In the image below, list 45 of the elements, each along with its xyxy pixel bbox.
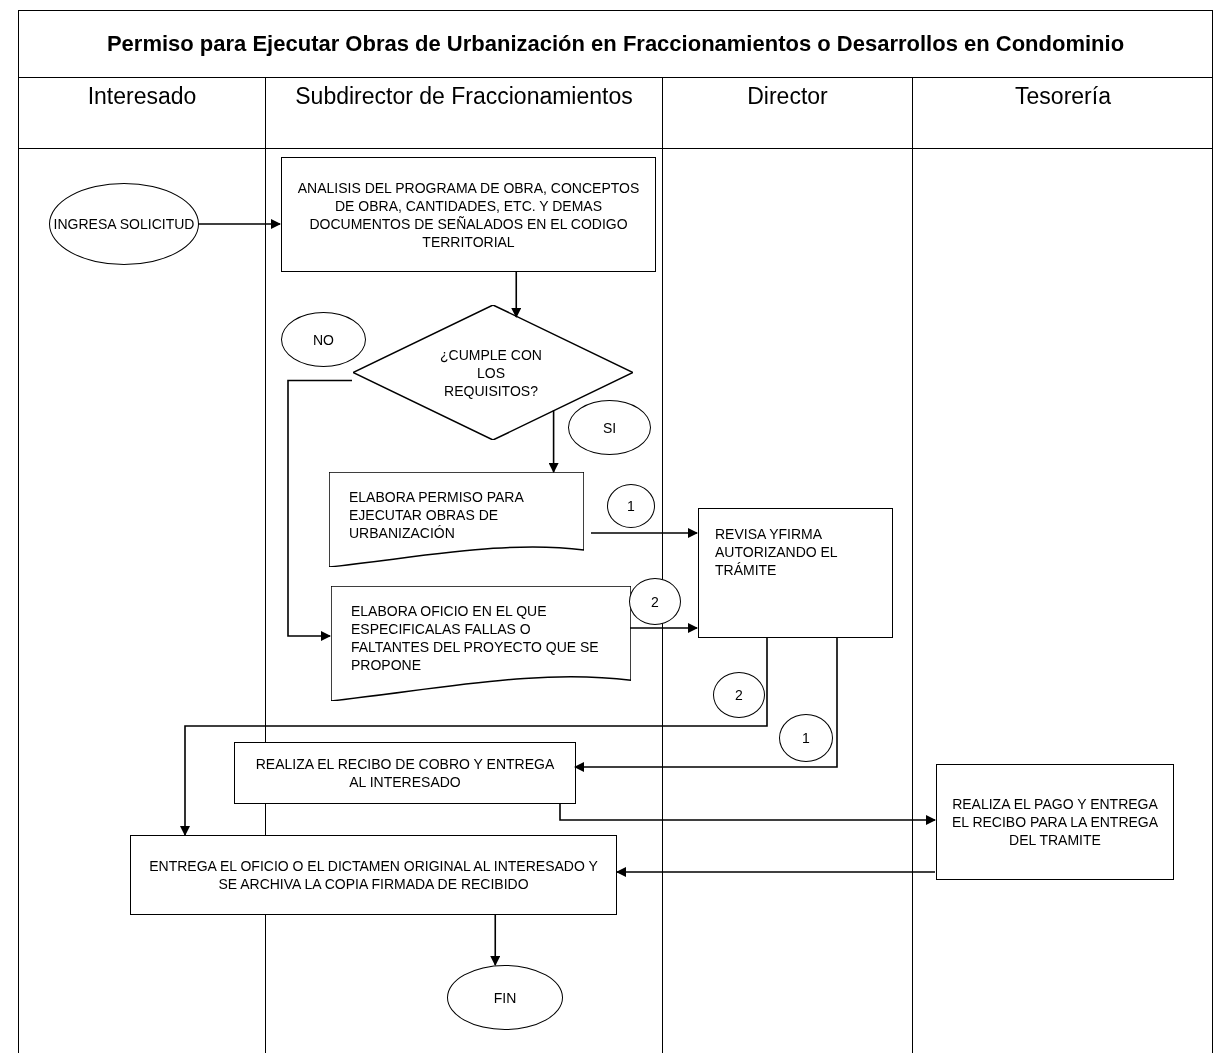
arrow bbox=[616, 867, 936, 877]
node-label: SI bbox=[602, 418, 617, 437]
connector-circle bbox=[607, 484, 655, 528]
diagram-title: Permiso para Ejecutar Obras de Urbanización en Fraccionamientos o Desarrollos en Condominio bbox=[105, 31, 1126, 56]
node-label: 2 bbox=[735, 686, 743, 704]
node-label: 2 bbox=[651, 592, 659, 611]
decision-diamond bbox=[353, 305, 633, 440]
process-box bbox=[234, 742, 576, 804]
node-label: REALIZA EL RECIBO DE COBRO Y ENTREGA AL INTERESADO bbox=[254, 755, 556, 791]
node-label: NO bbox=[313, 330, 334, 349]
lane-heading: Director bbox=[746, 82, 829, 110]
node-label: ELABORA PERMISO PARA EJECUTAR OBRAS DE URBANIZACIÓN bbox=[349, 488, 525, 542]
node-label: ANALISIS DEL PROGRAMA DE OBRA, CONCEPTOS DE OBRA, CANTIDADES, ETC. Y DEMAS DOCUMENTOS DE SEÑALADOS EN EL CODIGO TERRITORIAL bbox=[296, 178, 641, 251]
node-label: REALIZA EL PAGO Y ENTREGA EL RECIBO PARA LA ENTREGA DEL TRAMITE bbox=[950, 795, 1160, 849]
arrow bbox=[590, 528, 698, 538]
process-box bbox=[936, 764, 1174, 880]
connector-circle bbox=[779, 714, 833, 762]
arrow bbox=[629, 623, 698, 633]
arrow bbox=[287, 379, 353, 641]
lane-heading: Tesorería bbox=[1014, 82, 1112, 110]
process-box bbox=[130, 835, 617, 915]
arrow bbox=[490, 914, 501, 966]
node-label: 1 bbox=[627, 497, 635, 515]
lane-heading: Interesado bbox=[86, 82, 198, 110]
arrow bbox=[548, 409, 559, 473]
node-label: REVISA YFIRMA AUTORIZANDO EL TRÁMITE bbox=[715, 525, 839, 579]
node-label: ELABORA OFICIO EN EL QUE ESPECIFICALAS FALLAS O FALTANTES DEL PROYECTO QUE SE PROPONE bbox=[351, 602, 600, 674]
node-label: ENTREGA EL OFICIO O EL DICTAMEN ORIGINAL AL INTERESADO Y SE ARCHIVA LA COPIA FIRMADA DE RECIBIDO bbox=[148, 857, 599, 893]
node-label: 1 bbox=[802, 729, 810, 747]
document-shape bbox=[331, 586, 631, 701]
document-shape bbox=[329, 472, 584, 567]
connector-circle bbox=[713, 672, 765, 718]
lane-heading: Subdirector de Fraccionamientos bbox=[294, 82, 634, 110]
node-label: INGRESA SOLICITUD bbox=[53, 215, 195, 233]
process-box bbox=[698, 508, 893, 638]
arrow bbox=[574, 637, 838, 772]
arrow bbox=[511, 271, 522, 318]
arrow bbox=[197, 219, 281, 229]
arrow bbox=[559, 803, 936, 825]
connector-circle bbox=[629, 578, 681, 625]
process-box bbox=[281, 157, 656, 272]
node-label: ¿CUMPLE CON LOS REQUISITOS? bbox=[439, 345, 543, 400]
arrow bbox=[180, 637, 768, 836]
node-label: FIN bbox=[493, 988, 517, 1007]
terminal-ellipse bbox=[568, 400, 651, 455]
